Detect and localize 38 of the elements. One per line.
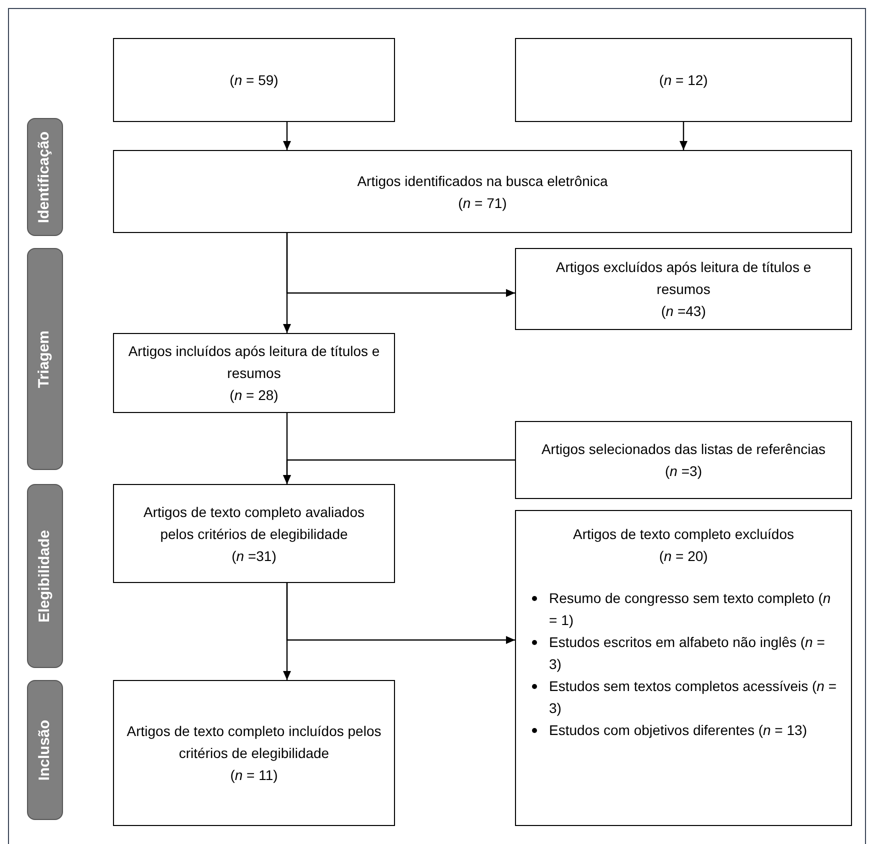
process-box — [113, 484, 395, 583]
process-box — [515, 248, 852, 330]
count-text: (n = 28) — [230, 386, 278, 405]
arrow — [283, 233, 291, 333]
phase-band — [27, 680, 63, 820]
count-text: (n =3) — [665, 462, 702, 481]
count-text: (n = 71) — [458, 194, 507, 213]
phase-label: Identificação — [34, 131, 54, 223]
process-box — [113, 333, 395, 413]
count-text: (n = 20) — [658, 547, 709, 566]
phase-label: Elegibilidade — [34, 530, 54, 622]
phase-label: Triagem — [34, 330, 54, 388]
process-box — [113, 680, 395, 826]
count-text: (n = 59) — [230, 71, 278, 90]
process-box — [113, 150, 852, 233]
box-heading: Artigos de texto completo excluídos — [572, 525, 795, 544]
arrow — [283, 122, 291, 150]
phase-band — [27, 248, 63, 470]
list-item: Resumo de congresso sem texto completo (n = 1) — [549, 589, 832, 630]
arrow — [680, 122, 688, 150]
process-box — [515, 510, 852, 826]
list-item: Estudos escritos em alfabeto não inglês (n = 3) — [549, 633, 826, 674]
box-text: Artigos selecionados das listas de referências — [541, 440, 826, 459]
count-text: (n =43) — [661, 302, 706, 321]
box-text: Artigos identificados na busca eletrônica — [357, 172, 608, 191]
arrow — [283, 583, 291, 680]
process-box — [113, 38, 395, 122]
count-text: (n =31) — [232, 546, 276, 566]
phase-band — [27, 118, 63, 236]
process-box — [515, 38, 852, 122]
count-text: (n = 12) — [659, 71, 708, 90]
phase-label: Inclusão — [34, 720, 54, 780]
phase-band — [27, 484, 63, 668]
count-text: (n = 11) — [230, 766, 278, 785]
list-item: Estudos sem textos completos acessíveis (n = 3) — [549, 677, 838, 718]
arrow — [283, 459, 515, 484]
list-item: Estudos com objetivos diferentes (n = 13) — [549, 721, 807, 740]
process-box — [515, 421, 852, 499]
